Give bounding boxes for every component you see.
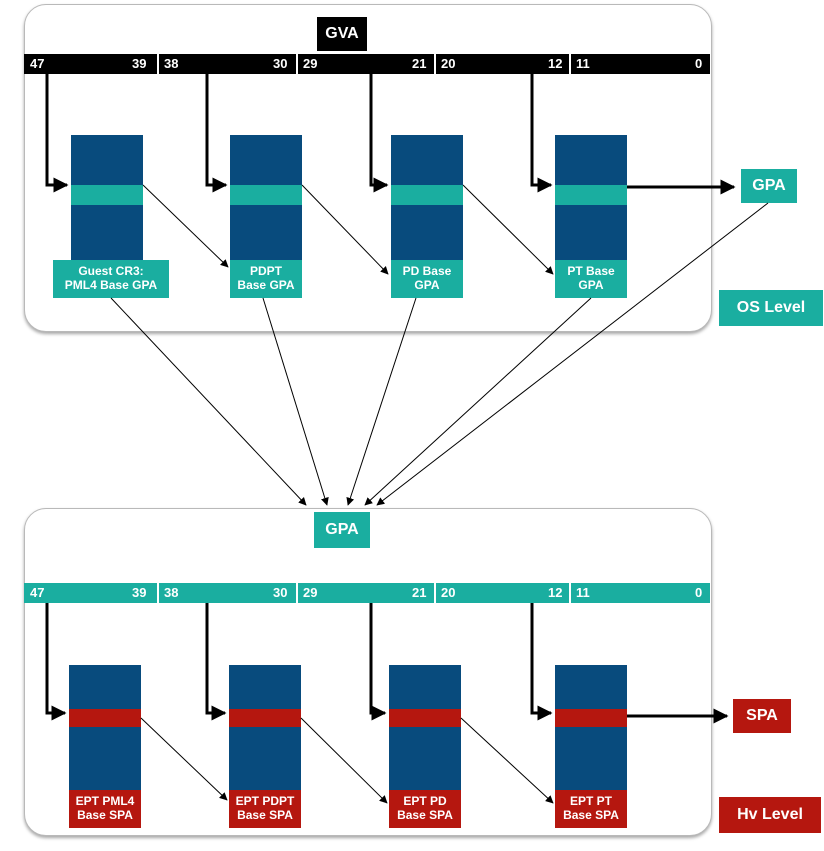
gpa-bit-bar: 47 39 38 30 29 21 20 12 11 0 [24,583,710,603]
ept-pdpt-base-label: EPT PDPT Base SPA [229,790,301,828]
bit-label: 21 [412,585,427,600]
bit-separator [434,54,436,74]
pd-base-label: PD Base GPA [391,260,463,298]
guest-cr3-label: Guest CR3: PML4 Base GPA [53,260,169,298]
ept-pml4-table [69,665,141,790]
bit-label: 47 [30,585,45,600]
ept-pd-base-label: EPT PD Base SPA [389,790,461,828]
pdpt-entry [230,185,302,205]
bit-label: 30 [273,56,288,71]
bit-label: 38 [164,585,179,600]
bit-label: 20 [441,56,456,71]
bit-label: 12 [548,56,563,71]
gpa-output: GPA [741,169,797,203]
bit-label: 47 [30,56,45,71]
bit-separator [569,54,571,74]
ept-pd-entry [389,709,461,727]
bit-label: 38 [164,56,179,71]
gva-header: GVA [317,17,367,51]
ept-pdpt-table [229,665,301,790]
bit-label: 29 [303,56,318,71]
hv-chain-arrows [140,717,554,804]
bit-separator [569,583,571,603]
pml4-table [71,135,143,260]
bit-label: 11 [576,585,590,600]
ept-pt-entry [555,709,627,727]
hv-index-arrows [45,603,729,724]
bit-separator [296,583,298,603]
ept-pd-table [389,665,461,790]
bit-separator [157,54,159,74]
bit-label: 39 [132,585,147,600]
bit-label: 29 [303,585,318,600]
bit-label: 12 [548,585,563,600]
os-index-arrows [45,74,736,195]
bit-label: 39 [132,56,147,71]
cross-level-arrows [110,202,769,506]
pd-table [391,135,463,260]
gva-bit-bar: 47 39 38 30 29 21 20 12 11 0 [24,54,710,74]
gpa-header: GPA [314,512,370,548]
pd-entry [391,185,463,205]
ept-pt-base-label: EPT PT Base SPA [555,790,627,828]
ept-pml4-entry [69,709,141,727]
os-chain-arrows [142,184,554,275]
bit-label: 30 [273,585,288,600]
pdpt-table [230,135,302,260]
pdpt-base-label: PDPT Base GPA [230,260,302,298]
ept-pt-table [555,665,627,790]
spa-output: SPA [733,699,791,733]
ept-pml4-base-label: EPT PML4 Base SPA [69,790,141,828]
bit-label: 11 [576,56,590,71]
bit-label: 0 [695,56,703,71]
hv-level-label: Hv Level [719,797,821,833]
os-level-label: OS Level [719,290,823,326]
bit-separator [157,583,159,603]
bit-label: 20 [441,585,456,600]
bit-separator [434,583,436,603]
ept-pdpt-entry [229,709,301,727]
bit-label: 21 [412,56,427,71]
pml4-entry [71,185,143,205]
pt-base-label: PT Base GPA [555,260,627,298]
bit-separator [296,54,298,74]
pt-table [555,135,627,260]
bit-label: 0 [695,585,703,600]
pt-entry [555,185,627,205]
